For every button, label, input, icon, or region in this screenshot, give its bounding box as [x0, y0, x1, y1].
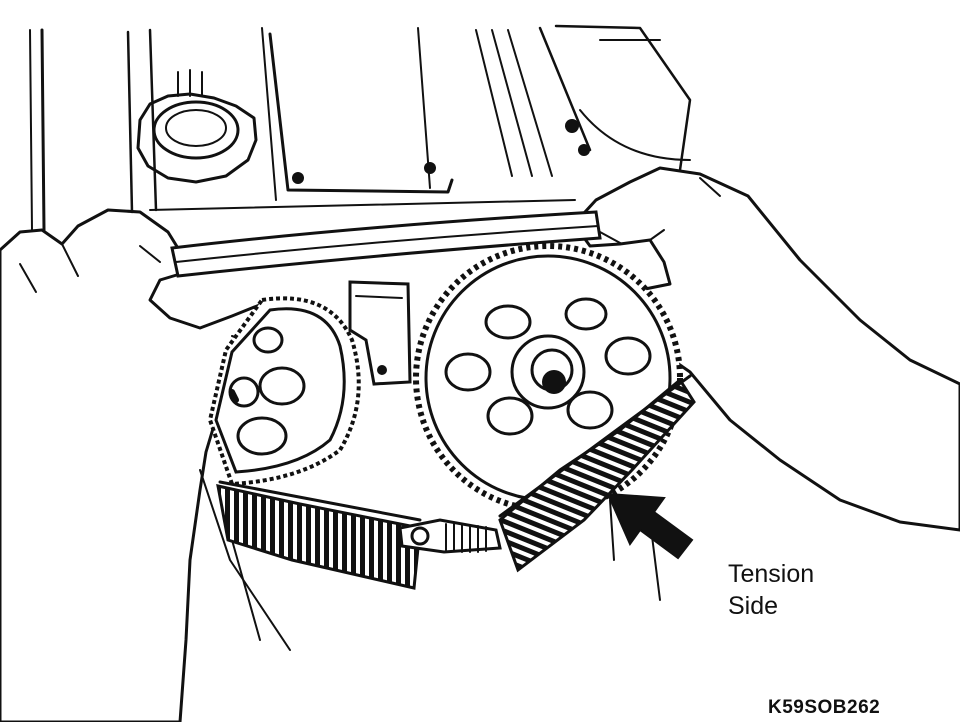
tensioner-spring — [398, 518, 502, 554]
figure-code: K59SOB262 — [768, 697, 881, 718]
timing-belt-lower-span — [216, 374, 696, 590]
arrow-pointing-to-belt-icon — [606, 492, 694, 560]
callout-line-side: Side — [728, 592, 779, 620]
callout-line-tension: Tension — [728, 560, 815, 588]
tension-side-callout: Tension Side — [728, 558, 814, 622]
center-bracket — [348, 280, 412, 386]
timing-belt-top-span — [170, 210, 602, 278]
right-camshaft-sprocket — [413, 243, 683, 513]
oil-filler-cap-icon — [136, 69, 258, 184]
left-camshaft-sprocket — [207, 296, 361, 487]
engine-head-outline — [29, 24, 692, 651]
